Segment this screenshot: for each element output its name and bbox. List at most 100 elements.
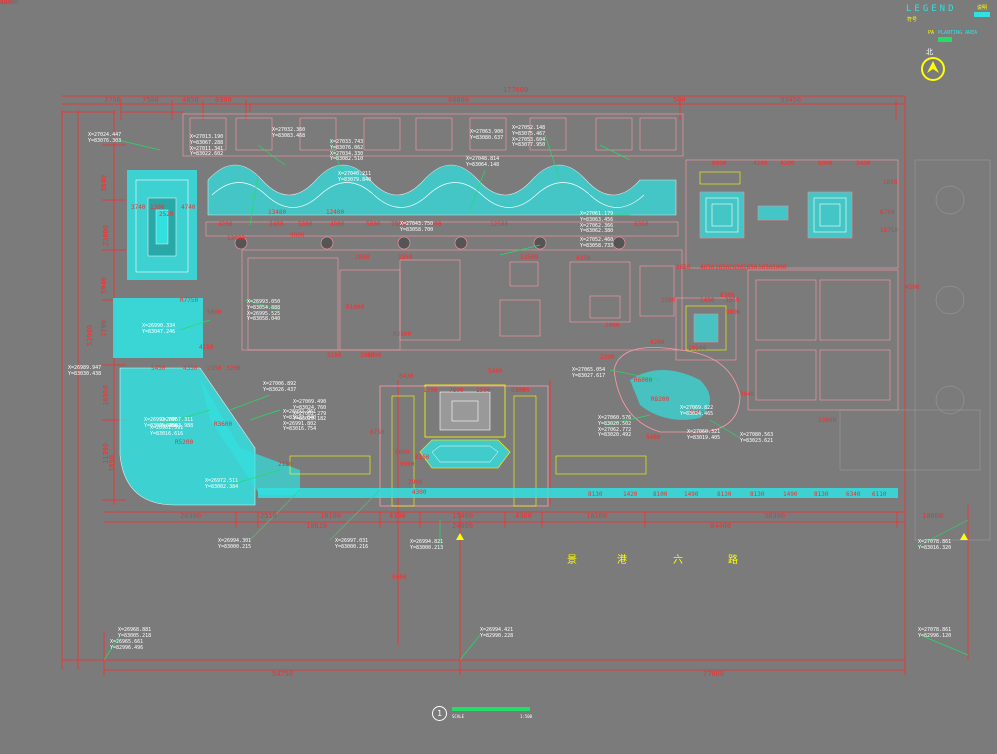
inner-dimension-label: 2650 [743,264,758,271]
coordinate-label: X=27080.563 Y=83023.621 [740,432,774,444]
coordinate-label: X=27052.460 Y=83058.733 [580,237,614,249]
inner-dimension-label: 9000 [400,461,415,468]
inner-dimension-label: 6750 [370,429,385,436]
inner-dimension-label: 9600 [0,0,15,6]
inner-dimension-label: 5450 [151,365,166,372]
inner-dimension-label: R7750 [180,297,199,304]
inner-dimension-label: 2650 [676,264,691,271]
dim-bottom: 18100 [320,512,342,520]
road-name-char-4: 路 [728,555,740,566]
inner-dimension-label: 8300 [720,292,735,299]
dim-bottom: 15400 [452,512,474,520]
drawing-scale-label: SCALE [452,714,465,719]
road-name-char-3: 六 [673,555,685,566]
inner-dimension-label: 6750 [880,209,895,216]
dim-left: 3640 [99,175,108,192]
coordinate-label: X=26968.881 Y=83005.218 [118,627,152,639]
coordinate-leaders [103,134,969,661]
inner-dimension-label: 13500 [520,254,539,261]
inner-dimension-label: 1650 [715,264,730,271]
inner-dimension-label: 1420 [623,491,638,498]
dim-left: 53980 [86,324,95,347]
north-label: 北 [926,48,933,56]
road-name-char-1: 景 [567,555,579,566]
inner-dimension-label: 5900 [427,221,442,228]
coordinate-label: X=26992.961 Y=83022.840 X=26991.802 Y=83… [283,409,317,433]
dim-bottom: 20300 [180,512,202,520]
inner-dimension-label: 1300 [150,204,165,211]
inner-dimension-label: R1000 [346,304,365,311]
inner-dimension-label: R6000 [634,377,653,384]
coordinate-label: X=27013.190 Y=83067.288 X=27011.341 Y=83… [190,134,224,158]
coordinate-label: X=26990.334 Y=83047.246 [142,323,176,335]
inner-dimension-label: 8000 [712,160,727,167]
inner-dimension-label: 6300 [511,387,526,394]
dim-bottom: 4300 [515,512,532,520]
inner-dimension-label: 1490 [684,491,699,498]
east-paving-pattern [839,159,991,541]
dim-left: 1790 [99,320,108,337]
inner-dimension-label: 1700 [423,387,438,394]
inner-dimension-label: 3960 [360,352,375,359]
inner-dimension-label: 10500 [688,345,707,352]
inner-dimension-label: 2300 [515,387,530,394]
inner-dimension-label: 5800 [366,221,381,228]
inner-dimension-label: 4500 [905,284,920,291]
inner-dimension-label: 6350 [634,221,649,228]
dim-bottom: 24000 [452,522,474,530]
coordinate-label: X=26997.031 Y=83000.216 [335,538,369,550]
dim-bottom: 10800 [922,512,944,520]
coordinate-label: X=27048.814 Y=83064.148 [466,156,500,168]
dim-top: 6300 [215,96,232,104]
coordinate-label: X=26967.311 Y=83003.988 [160,417,194,429]
inner-dimension-label: 9000 [290,232,305,239]
inner-dimension-label: 1850 [398,254,413,261]
inner-dimension-label: 4350 [183,365,198,372]
legend-header-description: 说明 [977,5,988,11]
inner-dimension-label: 4200 [650,339,665,346]
inner-dimension-label: 1650 [758,264,773,271]
coordinate-label: X=26994.301 Y=83000.215 [218,538,252,550]
inner-dimension-label: 8430 [399,373,414,380]
inner-dimension-label: 2850 [355,254,370,261]
road-name-char-2: 港 [617,555,629,566]
inner-dimension-label: 5000 [207,309,222,316]
inner-dimension-label: 12000 [227,235,246,242]
inner-dimension-label: 4200 [780,160,795,167]
inner-dimension-label: 4300 [412,489,427,496]
coordinate-label: X=27069.822 Y=83024.465 [680,405,714,417]
drawing-title-bar [452,707,530,711]
coordinate-label: X=27065.054 Y=83027.617 [572,367,606,379]
inner-dimension-label: 2500 [661,297,676,304]
dim-bottom: 18610 [306,522,328,530]
east-curved-feature [613,347,741,433]
south-water-strip [258,455,898,498]
coordinate-label: X=26972.511 Y=83002.384 [205,478,239,490]
coordinate-label: X=27040.211 Y=83079.840 [338,171,372,183]
inner-dimension-label: 8150 [415,454,430,461]
inner-dimension-label: 8130 [814,491,829,498]
coordinate-label: X=27052.148 Y=83075.467 X=27053.604 Y=83… [512,125,546,149]
coordinate-label: X=27006.892 Y=83026.437 [263,381,297,393]
inner-dimension-label: 2400 [605,322,620,329]
dim-left: 23000 [102,224,111,247]
inner-dimension-label: 8130 [588,491,603,498]
inner-dimension-label: 6340 [846,491,861,498]
inner-dimension-label: 2520 [159,211,174,218]
inner-dimension-label: 8130 [750,491,765,498]
coordinate-label: X=26994.421 Y=82990.228 [480,627,514,639]
legend-swatch [938,37,952,42]
dim-bottom: 38300 [764,512,786,520]
drawing-number: 1 [432,706,447,721]
coordinate-label: X=27009.490 Y=83024.760 X=27002.279 Y=83… [293,399,327,423]
coordinate-label: X=27061.179 Y=83063.456 X=27062.366 Y=83… [580,211,614,235]
legend-code: PA [928,30,935,36]
dim-top: 500 [673,96,686,104]
dim-bottom: 4300 [389,512,406,520]
legend-swatch-header [974,12,990,17]
inner-dimension-label: 4650 [700,264,715,271]
inner-dimension-label: 9600 [395,449,410,456]
inner-dimension-label: 6110 [872,491,887,498]
inner-dimension-label: 22000 [0,0,19,6]
